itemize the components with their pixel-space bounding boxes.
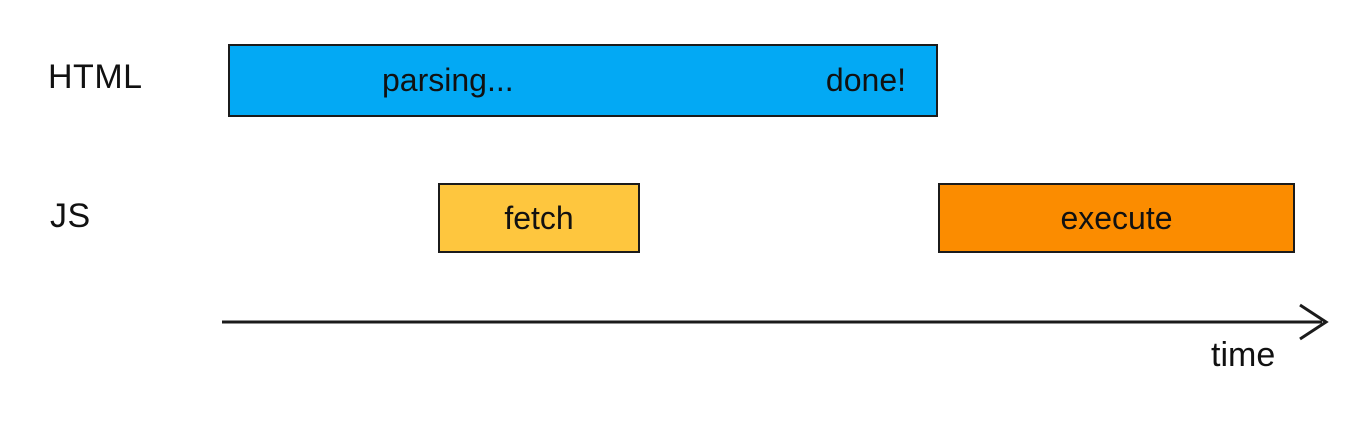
time-axis-arrow [222, 303, 1329, 341]
bar-parsing-label: parsing... [382, 61, 514, 98]
arrowhead-icon [1299, 303, 1329, 341]
row-label-js: JS [50, 197, 91, 235]
time-axis-label: time [1211, 336, 1276, 374]
bar-done-label: done! [825, 61, 906, 98]
bar-execute-label: execute [1060, 199, 1173, 236]
bar-js-execute: execute [938, 183, 1295, 253]
bar-html-parsing: parsing... done! [228, 44, 938, 117]
row-label-html: HTML [48, 58, 143, 96]
bar-fetch-label: fetch [504, 199, 574, 236]
bar-js-fetch: fetch [438, 183, 640, 253]
